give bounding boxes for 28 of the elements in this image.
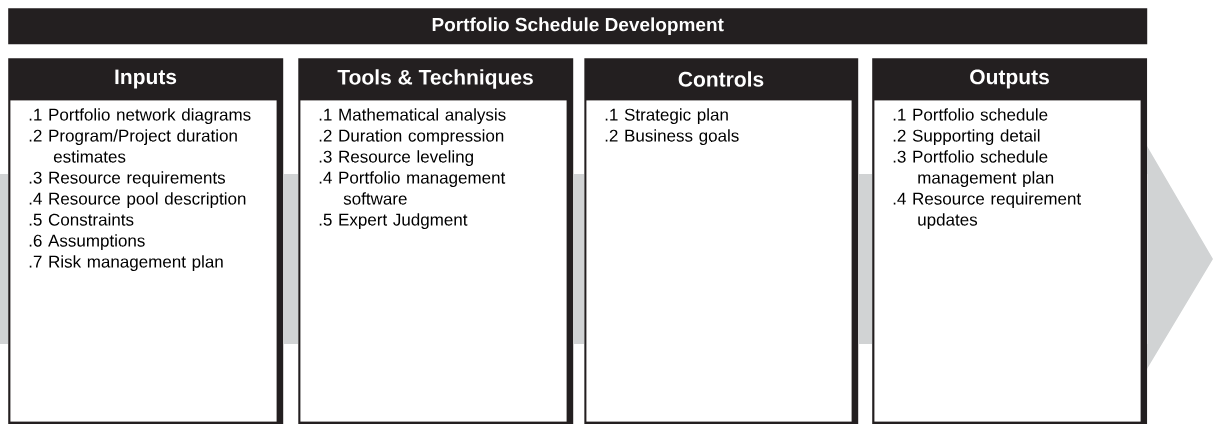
column-heading: Tools & Techniques	[337, 69, 533, 89]
list-item: .2 Business goals	[605, 129, 739, 146]
column-heading: Inputs	[115, 69, 177, 89]
process-band	[283, 174, 298, 344]
list-item: .1 Strategic plan	[605, 108, 728, 125]
column-heading: Outputs	[970, 69, 1049, 89]
list-item: .2 Duration compression	[319, 129, 504, 146]
list-item: .5 Expert Judgment	[319, 213, 468, 230]
list-item: .7 Risk management plan	[29, 255, 223, 272]
process-band	[0, 174, 8, 344]
list-item: .2 Program/Project duration estimates	[29, 129, 237, 163]
list-item: .4 Resource pool description	[29, 192, 246, 209]
list-item: .3 Portfolio schedule management plan	[893, 150, 1054, 188]
list-item: .1 Mathematical analysis	[319, 108, 506, 125]
process-band	[858, 174, 872, 344]
process-band	[573, 174, 584, 344]
column-heading: Controls	[678, 71, 764, 87]
list-item: .4 Resource requirement updates	[893, 192, 1081, 230]
list-item: .4 Portfolio management software	[319, 171, 506, 205]
list-item: .1 Portfolio schedule	[893, 108, 1048, 121]
list-item: .6 Assumptions	[29, 234, 145, 251]
title-bar: Portfolio Schedule Development	[8, 8, 1148, 45]
list-item: .3 Resource requirements	[29, 171, 226, 188]
list-item: .3 Resource leveling	[319, 150, 473, 167]
process-band	[1147, 146, 1213, 369]
list-item: .2 Supporting detail	[893, 129, 1040, 146]
list-item: .5 Constraints	[29, 213, 134, 226]
list-item: .1 Portfolio network diagrams	[29, 108, 251, 125]
